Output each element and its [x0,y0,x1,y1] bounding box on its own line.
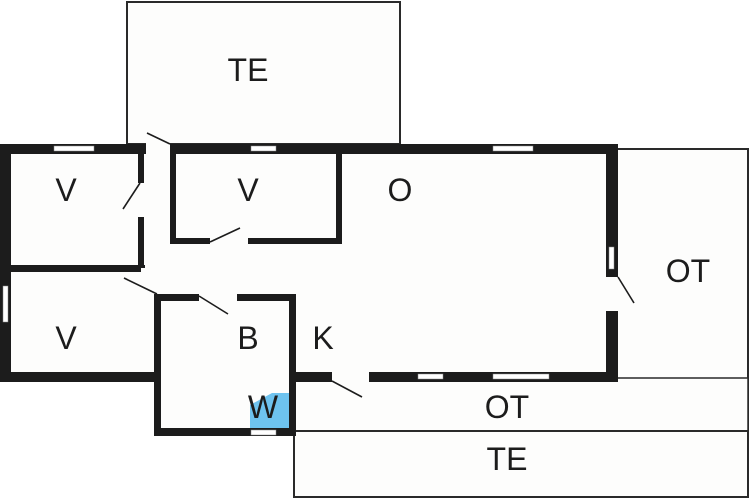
room-label-terrace-top: TE [227,52,269,88]
terrace-bottom-area [293,430,749,498]
room-label-outdoor-right: OT [665,253,711,289]
room-label-bedroom-3: V [55,320,77,356]
room-label-wc: W [247,389,279,425]
room-label-bedroom-1: V [55,172,77,208]
room-label-terrace-bottom: TE [486,441,528,477]
room-label-bedroom-2: V [237,172,259,208]
windows [2,145,615,436]
door-swings [122,132,635,398]
room-label-living-room: O [387,172,413,208]
wc-fill [250,393,290,428]
room-label-kitchen: K [312,320,334,356]
room-label-bathroom: B [237,320,259,356]
terrace-top-area [126,1,401,145]
room-label-outdoor-bottom: OT [484,389,530,425]
